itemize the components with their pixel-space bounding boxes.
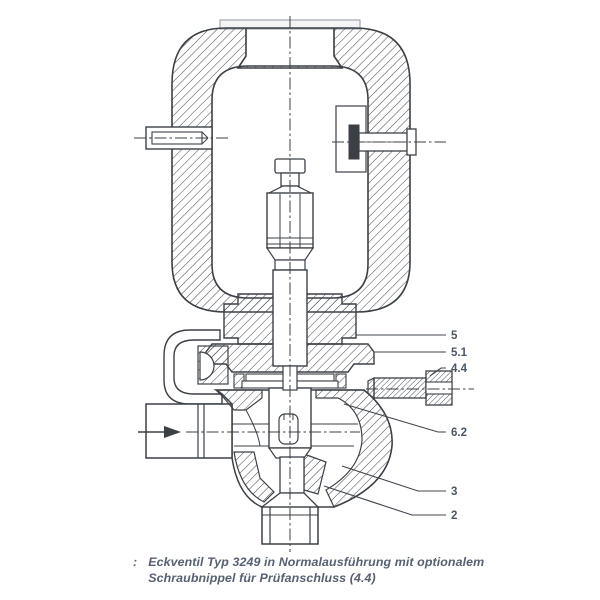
- part-labels: 5 5.1 4.4 6.2 3 2: [451, 330, 468, 522]
- part-leaders: [323, 334, 446, 516]
- caption-text: Eckventil Typ 3249 in Normalausführung m…: [148, 555, 484, 586]
- screw-nipple: [367, 370, 453, 406]
- part-label-5-1: 5.1: [451, 347, 468, 359]
- flow-direction-arrow-icon: [138, 426, 181, 438]
- centerlines: [134, 16, 474, 552]
- part-label-6-2: 6.2: [451, 427, 467, 439]
- part-label-5: 5: [451, 330, 458, 342]
- inlet-pipe: [145, 403, 233, 459]
- yoke-section: [171, 27, 411, 313]
- part-label-4-4: 4.4: [451, 363, 468, 375]
- part-label-3: 3: [451, 486, 457, 498]
- caption-line-1: Eckventil Typ 3249 in Normalausführung m…: [148, 555, 485, 569]
- caption-line-2: Schraubnippel für Prüfanschluss (4.4): [148, 570, 376, 585]
- caption-marker: :: [133, 555, 138, 569]
- bonnet-assembly: [163, 293, 375, 405]
- part-label-2: 2: [451, 510, 457, 522]
- figure-caption: : Eckventil Typ 3249 in Normalausführung…: [133, 555, 484, 586]
- valve-body: [145, 387, 393, 545]
- body-wall-section: [315, 389, 393, 508]
